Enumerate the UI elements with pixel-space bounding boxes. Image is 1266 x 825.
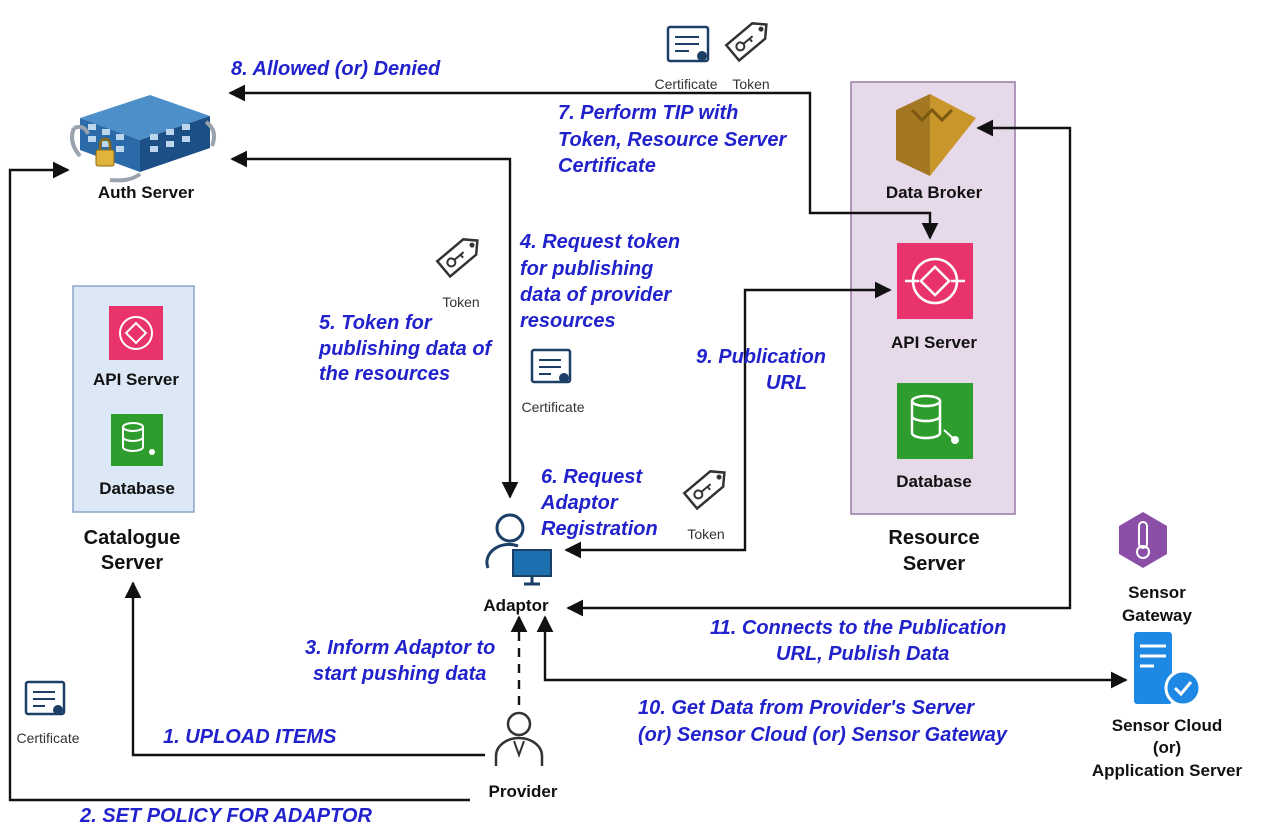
step-6-label-1: 6. Request: [541, 466, 643, 488]
step-4-label-4: resources: [520, 310, 616, 332]
token-label: Token: [732, 76, 769, 92]
edge-auth-adaptor: [230, 150, 519, 499]
data-broker-label: Data Broker: [886, 183, 983, 202]
sensor-gateway-label-2: Gateway: [1122, 606, 1192, 625]
step-3-label-2: start pushing data: [313, 663, 486, 685]
token-icon: [435, 238, 479, 279]
step-2-label: 2. SET POLICY FOR ADAPTOR: [79, 805, 372, 825]
resource-server-label-1: Resource: [888, 527, 979, 549]
resource-api-icon: [897, 243, 973, 319]
data-broker-icon: [896, 94, 976, 176]
step-4-label-1: 4. Request token: [519, 231, 680, 253]
certificate-label: Certificate: [654, 76, 717, 92]
catalogue-server-label-1: Catalogue: [84, 527, 181, 549]
resource-db-label: Database: [896, 472, 972, 491]
provider-label: Provider: [489, 782, 558, 801]
step-4-label-2: for publishing: [520, 258, 653, 280]
edge-upload-items: [124, 581, 485, 757]
catalogue-api-icon: [109, 306, 163, 360]
catalogue-db-label: Database: [99, 479, 175, 498]
adaptor-label: Adaptor: [483, 596, 549, 615]
certificate-label: Certificate: [16, 730, 79, 746]
auth-server-label: Auth Server: [98, 183, 195, 202]
adaptor-icon: [485, 513, 552, 586]
provider-icon: [494, 711, 544, 766]
catalogue-db-icon: [111, 414, 163, 466]
catalogue-api-label: API Server: [93, 370, 179, 389]
step-5-label-1: 5. Token for: [319, 312, 433, 334]
step-11-label-2: URL, Publish Data: [776, 643, 949, 665]
certificate-label: Certificate: [521, 399, 584, 415]
step-7-label-1: 7. Perform TIP with: [558, 102, 738, 124]
sensor-cloud-icon: [1134, 632, 1202, 707]
step-6-label-2: Adaptor: [540, 492, 619, 514]
step-6-label-3: Registration: [541, 518, 658, 540]
step-8-label: 8. Allowed (or) Denied: [231, 58, 441, 80]
token-label: Token: [442, 294, 479, 310]
auth-server-icon: [70, 95, 216, 183]
token-icon: [682, 470, 726, 511]
token-icon: [724, 22, 768, 63]
step-11-label-1: 11. Connects to the Publication: [710, 617, 1006, 639]
edge-adaptor-sensor: [536, 615, 1128, 689]
step-4-label-3: data of provider: [520, 284, 672, 306]
token-label: Token: [687, 526, 724, 542]
step-5-label-2: publishing data of: [318, 338, 494, 360]
sensor-gateway-label-1: Sensor: [1128, 583, 1186, 602]
step-10-label-1: 10. Get Data from Provider's Server: [638, 697, 975, 719]
certificate-icon: [530, 348, 572, 384]
edge-adaptor-broker: [566, 119, 1072, 617]
step-7-label-2: Token, Resource Server: [558, 129, 787, 151]
step-9-label-2: URL: [766, 372, 807, 394]
certificate-icon: [24, 680, 66, 716]
resource-server-label-2: Server: [903, 553, 965, 575]
step-1-label: 1. UPLOAD ITEMS: [163, 726, 337, 748]
catalogue-server-label-2: Server: [101, 552, 163, 574]
step-5-label-3: the resources: [319, 363, 450, 385]
resource-db-icon: [897, 383, 973, 459]
sensor-cloud-label-2: (or): [1153, 738, 1181, 757]
edge-set-policy: [8, 161, 470, 802]
certificate-icon: [666, 25, 710, 63]
sensor-cloud-label-3: Application Server: [1092, 761, 1243, 780]
sensor-cloud-label-1: Sensor Cloud: [1112, 716, 1223, 735]
step-9-label-1: 9. Publication: [696, 346, 826, 368]
sensor-gateway-icon: [1119, 512, 1167, 568]
step-7-label-3: Certificate: [558, 155, 656, 177]
step-10-label-2: (or) Sensor Cloud (or) Sensor Gateway: [638, 724, 1008, 746]
step-3-label-1: 3. Inform Adaptor to: [305, 637, 495, 659]
resource-api-label: API Server: [891, 333, 977, 352]
